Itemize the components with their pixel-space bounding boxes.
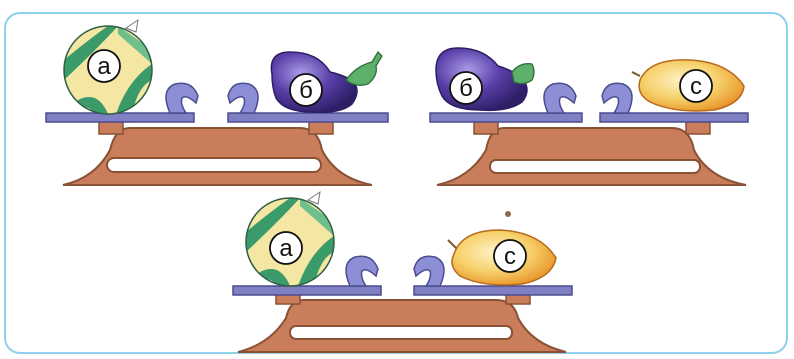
right-hook xyxy=(227,82,259,114)
right-plate xyxy=(599,112,749,123)
object-label: с xyxy=(690,73,702,100)
scale-base xyxy=(436,119,747,186)
right-hook xyxy=(413,255,445,287)
label-circle xyxy=(289,73,323,107)
seed-dot xyxy=(505,211,511,217)
label-circle xyxy=(679,69,713,103)
ball: а xyxy=(63,18,153,115)
right-hook xyxy=(601,82,633,114)
object-label: б xyxy=(459,75,473,102)
label-circle xyxy=(269,231,303,265)
object-label: с xyxy=(504,243,516,270)
right-plate xyxy=(227,112,389,123)
leaf xyxy=(345,50,383,86)
eggplant: б xyxy=(270,50,383,114)
left-hook xyxy=(165,82,199,114)
scale-base xyxy=(237,289,567,353)
scale-base xyxy=(62,119,373,186)
leaf xyxy=(511,63,535,85)
left-plate xyxy=(232,285,382,296)
label-circle xyxy=(449,71,483,105)
right-plate xyxy=(413,285,573,296)
eggplant: б xyxy=(435,47,535,112)
object-label: а xyxy=(97,53,111,80)
lemon: с xyxy=(447,211,557,286)
lemon: с xyxy=(631,59,745,112)
object-label: а xyxy=(279,235,293,262)
scale-1: а б xyxy=(45,18,389,186)
left-plate xyxy=(45,112,195,123)
label-circle xyxy=(493,239,527,273)
left-hook xyxy=(543,82,577,114)
scale-3: а с xyxy=(232,190,573,353)
ball: а xyxy=(245,190,335,287)
label-circle xyxy=(87,49,121,83)
left-hook xyxy=(345,255,379,287)
left-plate xyxy=(429,112,583,123)
scale-2: б с xyxy=(429,47,749,186)
object-label: б xyxy=(299,77,313,104)
